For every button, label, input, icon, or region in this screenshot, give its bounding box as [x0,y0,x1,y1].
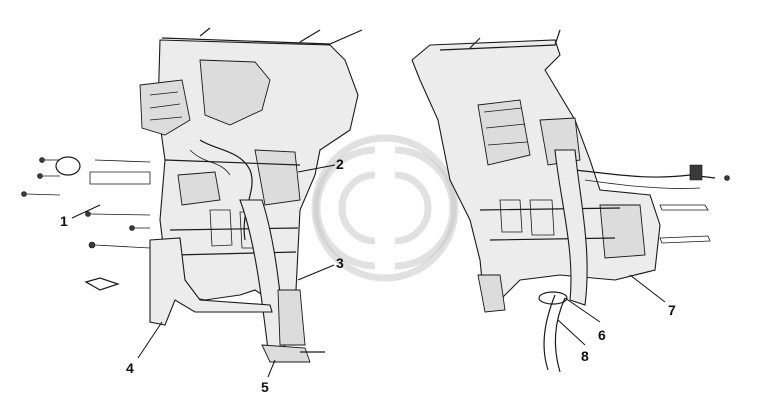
logo-watermark-icon [311,134,459,282]
callout-6: 6 [564,297,606,343]
callout-label-7: 7 [668,302,676,318]
fastener-bolts [21,157,151,291]
callout-3: 3 [297,255,344,281]
callout-4: 4 [126,321,163,376]
callout-1: 1 [60,204,101,229]
callout-label-5: 5 [261,379,269,395]
callout-7: 7 [629,274,676,318]
callout-label-2: 2 [336,156,344,172]
left-assembly [21,27,363,363]
callout-5: 5 [261,359,276,395]
callout-label-8: 8 [581,348,589,364]
callout-label-3: 3 [336,255,344,271]
callout-label-4: 4 [126,360,134,376]
callout-2: 2 [297,156,344,173]
right-assembly [411,29,730,373]
callout-8: 8 [557,319,589,364]
callout-label-6: 6 [598,327,606,343]
callout-label-1: 1 [60,213,68,229]
